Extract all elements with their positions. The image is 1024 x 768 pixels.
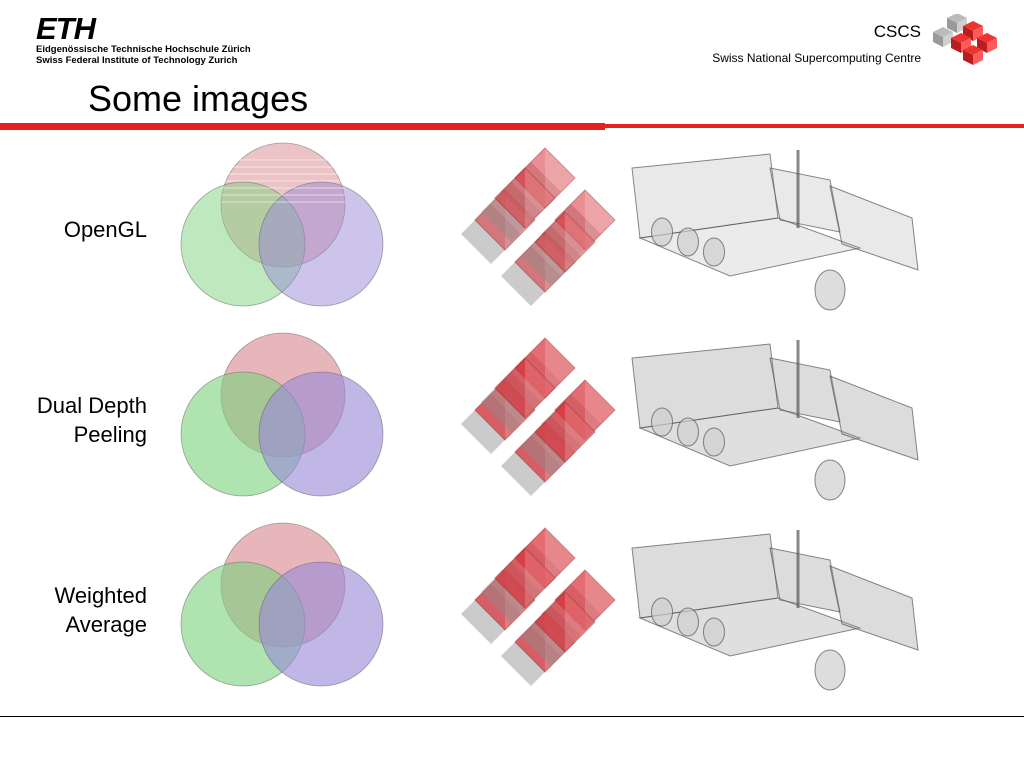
cube-facet (565, 212, 595, 272)
blue-circle (258, 371, 384, 497)
footer-rule (0, 716, 1024, 717)
cscs-title: CSCS (873, 22, 921, 41)
red-cube (494, 547, 556, 609)
row-label-weighted-average: Weighted Average (54, 581, 147, 639)
red-cube (494, 167, 556, 229)
image-row-weighted-average (180, 522, 919, 691)
red-cube (534, 401, 596, 463)
eth-name-english: Swiss Federal Institute of Technology Zu… (36, 55, 238, 66)
cube-facet (585, 190, 615, 250)
eth-name-german: Eidgenössische Technische Hochschule Zür… (36, 44, 251, 55)
truck-wheel (651, 407, 673, 437)
truck-wheel (703, 237, 725, 267)
venn-circles-image (180, 522, 384, 687)
truck-wheel (814, 459, 846, 501)
cube-facet (525, 548, 555, 608)
truck-wheel (814, 269, 846, 311)
truck-hood (829, 565, 919, 651)
cube-facet (585, 380, 615, 440)
image-row-dual-depth-peeling (180, 332, 919, 501)
transparent-truck-image (631, 340, 919, 501)
eth-wordmark: ETH (36, 11, 96, 46)
translucent-cubes-image (461, 337, 616, 496)
cscs-logo-icon (933, 14, 997, 65)
blue-circle (258, 181, 384, 307)
row-label-line: Dual Depth (36, 393, 147, 418)
red-cube (534, 591, 596, 653)
row-label-line: OpenGL (63, 217, 147, 242)
cube-facet (585, 570, 615, 630)
row-label-line: Weighted (54, 583, 147, 608)
venn-circles-image (180, 332, 384, 497)
title-red-rule-thin (605, 124, 1024, 128)
cube-facet (525, 358, 555, 418)
cube-facet (565, 402, 595, 462)
truck-hood (829, 375, 919, 461)
truck-wheel (814, 649, 846, 691)
translucent-cubes-image (461, 147, 616, 306)
image-row-opengl (180, 142, 919, 311)
venn-circles-image (180, 142, 384, 307)
blue-circle (258, 561, 384, 687)
truck-wheel (651, 217, 673, 247)
cube-facet (545, 528, 575, 588)
translucent-cubes-image (461, 527, 616, 686)
truck-wheel (677, 417, 699, 447)
truck-wheel (703, 617, 725, 647)
cube-facet (545, 338, 575, 398)
row-label-opengl: OpenGL (64, 215, 147, 244)
truck-wheel (703, 427, 725, 457)
row-label-line: Average (65, 612, 147, 637)
transparent-truck-image (631, 530, 919, 691)
truck-hood (829, 185, 919, 271)
title-red-rule (0, 123, 605, 130)
cube-facet (565, 592, 595, 652)
red-cube (494, 357, 556, 419)
slide-title: Some images (88, 78, 309, 119)
red-cube (534, 211, 596, 273)
cube-facet (525, 168, 555, 228)
row-label-dual-depth-peeling: Dual Depth Peeling (37, 391, 147, 449)
cscs-text-block: CSCS Swiss National Supercomputing Centr… (712, 22, 921, 66)
row-label-line: Peeling (73, 422, 147, 447)
truck-wheel (677, 227, 699, 257)
truck-wheel (651, 597, 673, 627)
transparent-truck-image (631, 150, 919, 311)
cube-facet (545, 148, 575, 208)
truck-wheel (677, 607, 699, 637)
cscs-subtitle: Swiss National Supercomputing Centre (712, 51, 921, 65)
eth-logo: ETH Eidgenössische Technische Hochschule… (36, 11, 251, 66)
